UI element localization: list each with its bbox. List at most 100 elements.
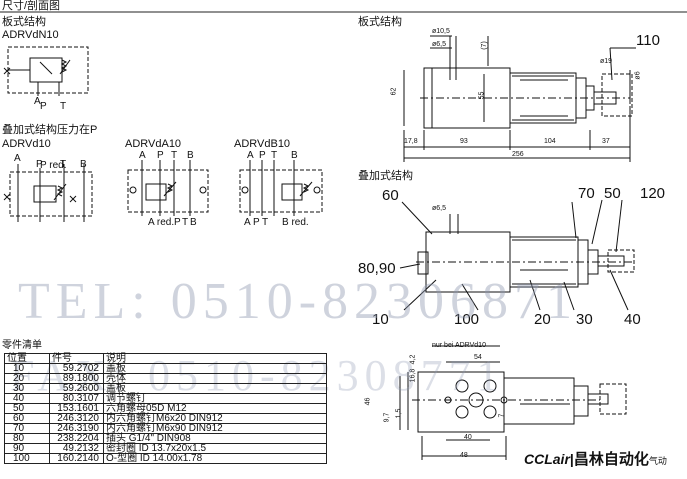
dim-d105: ø10,5 xyxy=(432,28,450,35)
port-label: P xyxy=(36,159,43,170)
callout-80-90: 80,90 xyxy=(358,260,396,277)
dim-104: 104 xyxy=(544,138,556,145)
cell-part-no: 59.2600 xyxy=(49,383,104,394)
port-label: T xyxy=(60,159,67,170)
callout-110: 110 xyxy=(636,32,660,49)
callout-100: 100 xyxy=(454,311,480,328)
callout-10: 10 xyxy=(372,311,389,328)
stack-p-heading: 叠加式结构压力在P xyxy=(2,124,98,136)
cell-description: 六角螺母05D M12 xyxy=(103,403,327,414)
port-label: B xyxy=(291,150,298,161)
dim-55: 55 xyxy=(478,91,486,100)
cell-position: 50 xyxy=(4,403,50,414)
cell-description: 内六角螺钉M6x20 DIN912 xyxy=(103,413,327,424)
cell-position: 80 xyxy=(4,433,50,444)
port-label: T xyxy=(182,217,189,228)
cell-description: 密封圈 ID 13.7x20x1.5 xyxy=(103,443,327,454)
p-red-label: P red. xyxy=(40,160,67,171)
port-label: P xyxy=(259,150,266,161)
plate-type-heading-right: 板式结构 xyxy=(358,16,402,28)
callout-70: 70 xyxy=(578,185,595,202)
dim-d65-stack: ø6,5 xyxy=(432,205,447,212)
parts-header-row: 位置 件号 说明 xyxy=(4,353,327,364)
col-part-no: 件号 xyxy=(49,353,104,364)
drawing-stacking-type xyxy=(400,200,634,310)
cell-position: 30 xyxy=(4,383,50,394)
stack-type-heading: 叠加式结构 xyxy=(358,170,413,182)
cell-part-no: 246.3120 xyxy=(49,413,104,424)
port-label: A xyxy=(247,150,254,161)
callout-20: 20 xyxy=(534,311,551,328)
port-label: B xyxy=(80,159,87,170)
symbol-adrvdn10 xyxy=(4,47,88,96)
dim-d65: ø6,5 xyxy=(432,41,447,48)
port-label: T xyxy=(271,150,278,161)
cell-description: 盖板 xyxy=(103,363,327,374)
cell-part-no: 89.1800 xyxy=(49,373,104,384)
cell-position: 70 xyxy=(4,423,50,434)
cell-description: 盖板 xyxy=(103,383,327,394)
port-label: A xyxy=(139,150,146,161)
port-label: T xyxy=(262,217,269,228)
port-label: T xyxy=(171,150,178,161)
dim-7-bottom: 7 xyxy=(498,413,506,418)
dim-54: 54 xyxy=(474,354,482,361)
dim-40: 40 xyxy=(464,434,472,441)
callout-30: 30 xyxy=(576,311,593,328)
port-label: P xyxy=(174,217,181,228)
port-label: A xyxy=(244,217,251,228)
dim-62: 62 xyxy=(390,87,398,96)
logo-suffix: 气动 xyxy=(648,456,667,466)
dim-17-8: 17,8 xyxy=(404,138,418,145)
logo-divider: | xyxy=(569,451,574,467)
cell-position: 40 xyxy=(4,393,50,404)
plate-type-heading: 板式结构 xyxy=(2,16,46,28)
cell-part-no: 49.2132 xyxy=(49,443,104,454)
callout-40: 40 xyxy=(624,311,641,328)
page-title: 尺寸/剖面图 xyxy=(2,0,61,12)
note-only-adrvd10: nur bei ADRVd10 xyxy=(432,342,486,349)
symbol-adrvd10 xyxy=(4,164,92,222)
port-label: P xyxy=(253,217,260,228)
dim-d19: ø19 xyxy=(600,58,613,65)
cell-description: O-型圈 ID 14.00x1.78 xyxy=(103,453,327,464)
dim-7: (7) xyxy=(480,41,488,50)
port-label: B xyxy=(187,150,194,161)
a-red-label: A red. xyxy=(148,217,175,228)
watermark-tel: TEL: 0510-82306871 xyxy=(18,273,579,330)
dim-256: 256 xyxy=(512,151,524,158)
col-position: 位置 xyxy=(4,353,50,364)
symbol-adrvdb10 xyxy=(240,160,322,216)
port-label: P xyxy=(157,150,164,161)
port-label-p: P xyxy=(40,101,47,112)
port-label-a: A xyxy=(34,96,41,107)
cell-description: 插头 G1/4" DIN908 xyxy=(103,433,327,444)
callout-50: 50 xyxy=(604,185,621,202)
port-label-t: T xyxy=(60,101,67,112)
drawing-bottom-view xyxy=(400,346,626,460)
port-label: A xyxy=(14,153,21,164)
callout-60: 60 xyxy=(382,187,399,204)
cell-part-no: 246.3190 xyxy=(49,423,104,434)
cell-part-no: 153.1601 xyxy=(49,403,104,414)
cell-part-no: 160.2140 xyxy=(49,453,104,464)
cell-part-no: 59.2702 xyxy=(49,363,104,374)
port-label: B xyxy=(190,217,197,228)
dim-48: 48 xyxy=(460,452,468,459)
dim-93: 93 xyxy=(460,138,468,145)
model-adrvdn10: ADRVdN10 xyxy=(2,29,59,41)
parts-list-title: 零件清单 xyxy=(2,340,42,351)
dim-1-5: 1,5 xyxy=(395,408,403,419)
cell-part-no: 238.2204 xyxy=(49,433,104,444)
model-adrvda10: ADRVdA10 xyxy=(125,138,182,150)
